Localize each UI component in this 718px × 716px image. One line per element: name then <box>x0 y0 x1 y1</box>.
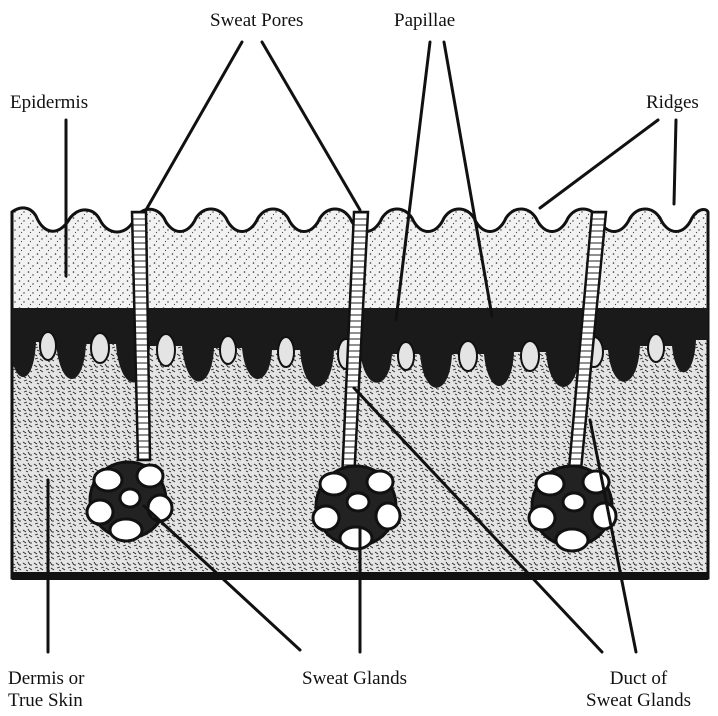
label-dermis: Dermis or True Skin <box>8 668 85 712</box>
label-duct-line1: Duct of <box>586 668 691 690</box>
label-duct: Duct of Sweat Glands <box>586 668 691 712</box>
leader-sweat-pores-left <box>146 42 242 210</box>
label-dermis-line2: True Skin <box>8 690 85 712</box>
label-sweat-pores: Sweat Pores <box>210 10 303 32</box>
leader-sweat-pores-right <box>262 42 360 210</box>
label-papillae: Papillae <box>394 10 455 32</box>
label-duct-line2: Sweat Glands <box>586 690 691 712</box>
label-ridges: Ridges <box>646 92 699 114</box>
leader-ridges-right <box>674 120 676 204</box>
label-epidermis: Epidermis <box>10 92 88 114</box>
label-sweat-glands: Sweat Glands <box>302 668 407 690</box>
leader-ridges-left <box>540 120 658 208</box>
label-dermis-line1: Dermis or <box>8 668 85 690</box>
